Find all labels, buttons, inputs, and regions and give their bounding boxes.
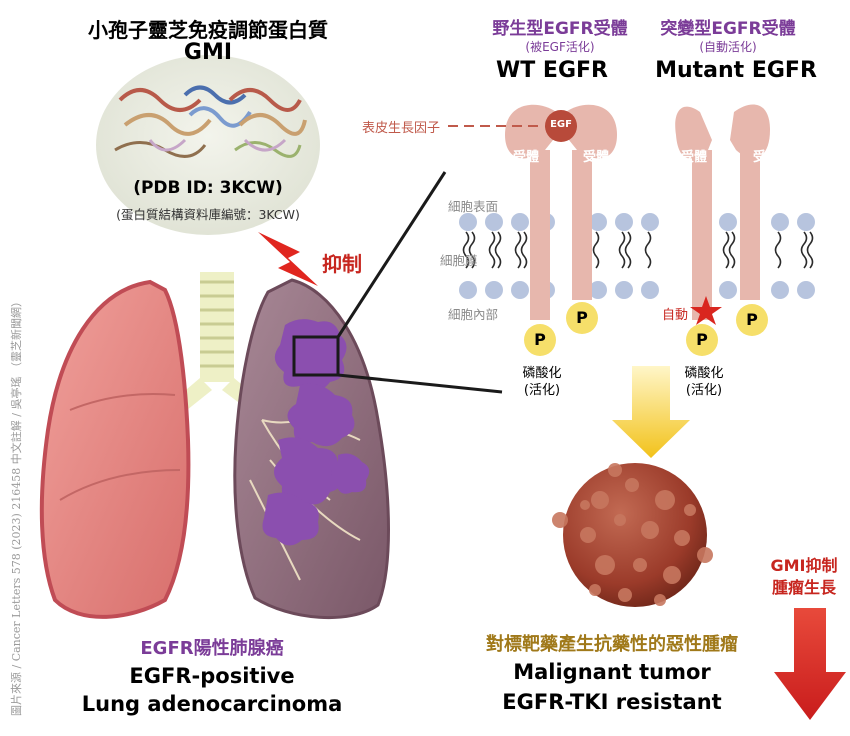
- inhibit-label: 抑制: [322, 252, 362, 276]
- cell-membrane-label: 細胞膜: [440, 253, 478, 268]
- tumor-illustration: [552, 463, 713, 607]
- tumor-label-en-2: EGFR-TKI resistant: [502, 690, 722, 714]
- wt-title-en: WT EGFR: [496, 58, 608, 83]
- phospho-icon-mut-2: [736, 304, 768, 336]
- egf-factor-label: 表皮生長因子: [362, 121, 441, 136]
- wt-sub-zh: (被EGF活化): [525, 40, 595, 54]
- mutant-sub-zh: (自動活化): [699, 40, 757, 54]
- wt-receptor-label-1: 受體: [512, 150, 540, 165]
- phospho-icon-mut-1: [686, 324, 718, 356]
- gmi-title-zh: 小孢子靈芝免疫調節蛋白質: [88, 18, 328, 42]
- phospho-icon-wt-2: [566, 302, 598, 334]
- down-arrow-icon: [612, 366, 690, 458]
- phospho-label-wt-1: P: [534, 330, 546, 349]
- mut-receptor-label-2: 受體: [752, 150, 780, 165]
- tumor-label-zh: 對標靶藥產生抗藥性的惡性腫瘤: [486, 634, 738, 655]
- pdb-id-zh: (蛋白質結構資料庫編號：3KCW): [116, 207, 300, 222]
- phospho-icon-wt-1: [524, 324, 556, 356]
- lung-label-en-2: Lung adenocarcinoma: [81, 692, 343, 716]
- wt-receptor-label-2: 受體: [582, 150, 610, 165]
- image-credit: 圖片來源 / Cancer Letters 578 (2023) 216458 …: [10, 296, 23, 716]
- wt-activation-label: (活化): [523, 383, 561, 398]
- phospho-label-mut-2: P: [746, 310, 758, 329]
- lightning-bolt-icon: [258, 232, 318, 286]
- zoom-box: [292, 335, 340, 377]
- star-icon: [690, 296, 722, 325]
- cell-surface-label: 細胞表面: [448, 199, 499, 214]
- mut-activation-label: (活化): [685, 383, 723, 398]
- cell-interior-label: 細胞內部: [448, 307, 499, 322]
- pdb-id: (PDB ID: 3KCW): [133, 178, 283, 198]
- gmi-inhibit-line2: 腫瘤生長: [771, 578, 837, 597]
- wt-phosphorylation-label: 磷酸化: [522, 366, 562, 381]
- lung-label-zh: EGFR陽性肺腺癌: [140, 638, 284, 659]
- lung-illustration: [39, 272, 390, 620]
- mutant-title-en: Mutant EGFR: [655, 58, 817, 83]
- phospho-label-mut-1: P: [696, 330, 708, 349]
- gmi-inhibit-line1: GMI抑制: [770, 556, 838, 575]
- mut-phosphorylation-label: 磷酸化: [684, 366, 724, 381]
- mutant-title-zh: 突變型EGFR受體: [660, 19, 796, 39]
- protein-structure-image: [96, 55, 320, 235]
- cell-membrane-panel: [448, 104, 815, 356]
- zoom-line-bottom: [337, 373, 503, 394]
- gmi-title-en: GMI: [183, 40, 233, 65]
- inhibit-arrow-icon: [774, 608, 846, 720]
- mut-receptor-label-1: 受體: [680, 150, 708, 165]
- auto-label: 自動: [662, 308, 689, 323]
- zoom-line-top: [336, 171, 447, 338]
- egf-label: EGF: [550, 119, 572, 130]
- wt-title-zh: 野生型EGFR受體: [492, 19, 628, 39]
- phospho-label-wt-2: P: [576, 308, 588, 327]
- lung-label-en-1: EGFR-positive: [129, 664, 295, 688]
- tumor-label-en-1: Malignant tumor: [513, 660, 711, 684]
